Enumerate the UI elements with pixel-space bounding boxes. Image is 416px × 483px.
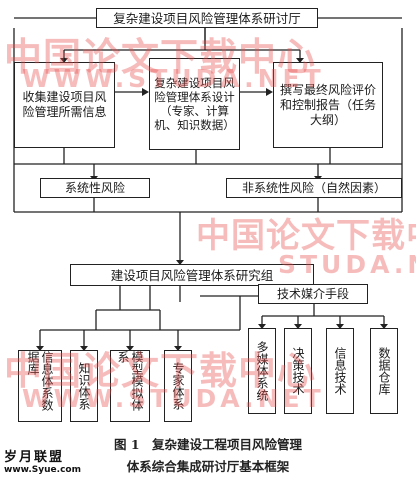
collect-info-label: 收集建设项目风险管理所需信息 xyxy=(22,90,107,119)
decision-tech-box: 决策技术 xyxy=(284,328,312,414)
site-logo-name: 岁月联盟 xyxy=(4,450,65,465)
multimedia-system-box: 多媒体系统 xyxy=(248,328,276,414)
system-design-label: 复杂建设项目风险管理体系设计（专家、计算机、知识数据） xyxy=(154,76,235,132)
info-tech-box: 信息技术 xyxy=(326,328,354,414)
site-logo: 岁月联盟 www.Syue.com xyxy=(4,450,81,476)
info-database-box: 信息体系数据库 xyxy=(18,350,62,422)
model-simulation-label: 模型模拟体系 xyxy=(116,351,144,411)
systematic-risk-label: 系统性风险 xyxy=(64,180,125,195)
research-group-box: 建设项目风险管理体系研究组 xyxy=(70,264,314,286)
figure-caption-line2: 体系综合集成研讨厅基本框架 xyxy=(126,459,290,474)
info-database-label: 信息体系数据库 xyxy=(26,351,54,411)
system-design-box: 复杂建设项目风险管理体系设计（专家、计算机、知识数据） xyxy=(149,58,240,150)
figure-caption-line1: 图 1 复杂建设工程项目风险管理 xyxy=(113,437,303,452)
tech-means-label: 技术媒介手段 xyxy=(276,286,349,301)
tech-means-box: 技术媒介手段 xyxy=(258,284,368,304)
knowledge-system-label: 知识体系 xyxy=(77,362,91,410)
final-report-label: 撰写最终风险评价和控制报告（任务大纲） xyxy=(279,82,376,127)
data-warehouse-box: 数据仓库 xyxy=(370,328,398,414)
model-simulation-box: 模型模拟体系 xyxy=(110,350,150,422)
nonsystematic-risk-label: 非系统性风险（自然因素） xyxy=(241,180,386,195)
collect-info-box: 收集建设项目风险管理所需信息 xyxy=(14,62,115,148)
final-report-box: 撰写最终风险评价和控制报告（任务大纲） xyxy=(273,62,383,148)
expert-system-label: 专家体系 xyxy=(171,362,185,410)
expert-system-box: 专家体系 xyxy=(164,350,192,422)
decision-tech-label: 决策技术 xyxy=(291,347,305,395)
multimedia-system-label: 多媒体系统 xyxy=(255,341,269,401)
info-tech-label: 信息技术 xyxy=(333,347,347,395)
nonsystematic-risk-box: 非系统性风险（自然因素） xyxy=(226,178,402,198)
systematic-risk-box: 系统性风险 xyxy=(40,178,150,198)
site-logo-url: www.Syue.com xyxy=(4,465,81,475)
data-warehouse-label: 数据仓库 xyxy=(377,347,391,395)
seminar-hall-box: 复杂建设项目风险管理体系研讨厅 xyxy=(96,8,318,28)
research-group-label: 建设项目风险管理体系研究组 xyxy=(110,267,274,283)
seminar-hall-label: 复杂建设项目风险管理体系研讨厅 xyxy=(113,10,301,26)
knowledge-system-box: 知识体系 xyxy=(70,350,98,422)
